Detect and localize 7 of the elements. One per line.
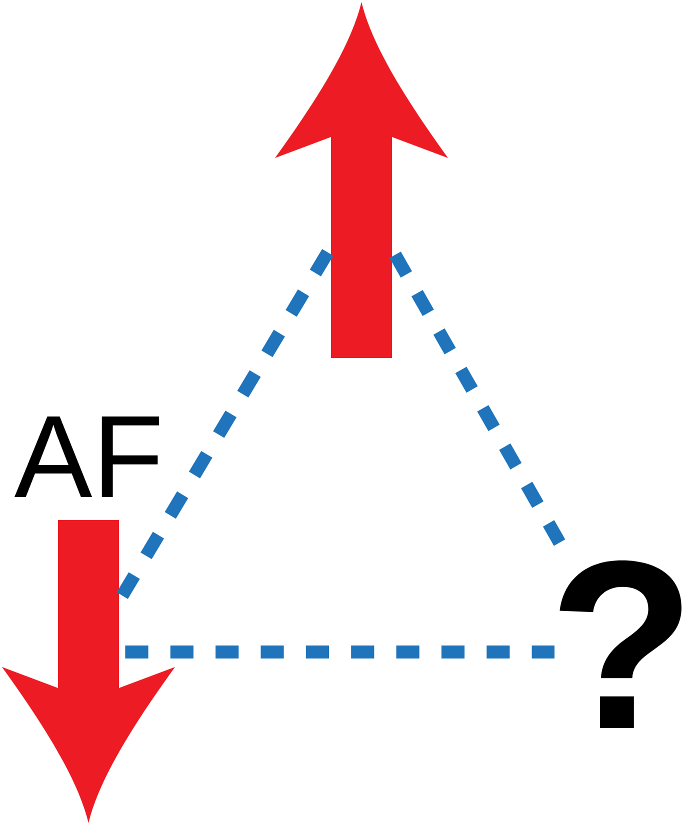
arrow	[2, 520, 175, 823]
dashed-line	[116, 249, 334, 599]
arrow	[275, 2, 448, 358]
label: AF	[14, 416, 160, 497]
dashed-line	[125, 646, 554, 658]
dashed-line	[390, 252, 566, 546]
question-mark: ?	[560, 560, 682, 728]
